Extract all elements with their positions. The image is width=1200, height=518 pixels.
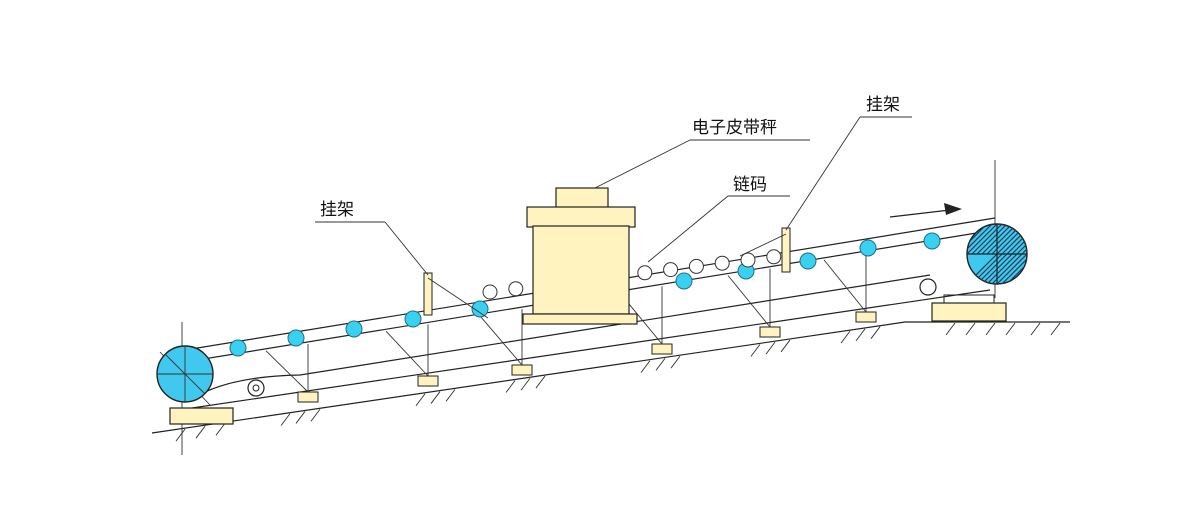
pulley-hatch: [1042, 254, 1072, 284]
pulley-hatch: [1026, 224, 1027, 255]
support-foot: [759, 326, 781, 338]
label-chain-weight: 链码: [733, 175, 767, 195]
ground-hatch: [945, 322, 956, 336]
label-hanger-left: 挂架: [320, 200, 354, 220]
idler-roller: [799, 252, 817, 270]
support-brace: [727, 275, 771, 328]
hanger-left-post: [423, 272, 489, 319]
hanger-right-post: [739, 227, 791, 273]
label-hanger-right: 挂架: [866, 95, 900, 115]
support-foot: [855, 311, 877, 323]
pulley-hatch: [1011, 224, 1027, 255]
pulley-hatch: [1021, 224, 1027, 255]
pulley-hatch: [1032, 254, 1062, 284]
idler-roller: [675, 272, 693, 290]
pulley-hatch: [1037, 254, 1067, 284]
pulley-hatch: [1006, 253, 1027, 284]
pulley-hatch: [1026, 253, 1027, 284]
pulley-hatch: [967, 224, 988, 255]
idler-roller: [471, 300, 489, 318]
ground-hatch: [1030, 322, 1041, 336]
support-legs: [265, 253, 877, 403]
pulley-hatch: [1057, 254, 1087, 284]
ground-hatch: [870, 326, 881, 339]
support-foot: [417, 375, 439, 387]
ground-hatch: [765, 341, 776, 355]
chain-link: [637, 265, 653, 281]
right-snub-pulley: [919, 278, 937, 296]
pulley-hatch: [1001, 253, 1027, 284]
leader-lines: [315, 116, 912, 276]
idler-roller: [923, 232, 941, 250]
chain-link: [482, 284, 498, 300]
pulley-hatch: [986, 224, 1018, 255]
idler-roller: [404, 310, 422, 328]
ground-hatch: [1005, 322, 1016, 336]
ground-hatch: [445, 389, 456, 402]
idler-roller: [345, 320, 363, 338]
ground-hatch: [505, 380, 516, 393]
idler-roller: [287, 329, 305, 347]
right-pulley: [931, 223, 1087, 322]
chain-weight: [482, 249, 782, 300]
ground-hatch: [535, 375, 546, 389]
support-brace: [823, 259, 867, 313]
belt-scale-body: [522, 187, 638, 325]
ground-hatch: [430, 391, 441, 404]
ground-hatch: [965, 322, 976, 336]
ground-hatch: [280, 413, 291, 426]
chain-link: [766, 249, 782, 265]
support-brace: [265, 350, 309, 393]
pulley-hatch: [967, 224, 993, 255]
ground-hatch: [780, 339, 791, 353]
chain-link: [688, 258, 704, 274]
ground-hatch: [750, 344, 761, 357]
support-foot: [511, 364, 533, 376]
pulley-hatch: [1006, 224, 1027, 255]
ground-hatch: [640, 360, 651, 373]
chain-link: [663, 262, 679, 278]
idler-roller: [859, 239, 877, 257]
label-belt-scale: 电子皮带秤: [692, 118, 777, 138]
arrow-right-icon: [889, 203, 962, 218]
pulley-hatch: [1016, 224, 1027, 255]
ground-hatch: [415, 393, 426, 407]
ground-hatch: [670, 355, 681, 369]
ground-hatch: [985, 322, 996, 336]
support-brace: [479, 315, 523, 366]
pulley-hatch: [976, 224, 1008, 255]
pulley-hatch: [1047, 254, 1077, 284]
support-brace: [385, 330, 429, 377]
left-snub-pulley: [247, 379, 265, 397]
ground-hatch: [840, 330, 851, 344]
ground-hatch: [855, 328, 866, 342]
pulley-hatch: [1052, 254, 1082, 284]
ground-hatch: [310, 408, 321, 422]
ground-hatch: [520, 378, 531, 391]
pulley-hatch: [986, 253, 1018, 284]
chain-link: [508, 281, 524, 297]
ground-hatch: [1050, 322, 1061, 336]
pulley-hatch: [996, 253, 1027, 284]
pulley-hatch: [967, 224, 998, 255]
ground-hatch: [195, 425, 206, 439]
support-foot: [297, 391, 319, 403]
ground-hatch: [175, 428, 186, 442]
ground-hatch: [215, 422, 226, 436]
idler-roller: [229, 339, 247, 357]
ground-hatch: [655, 358, 666, 371]
ground: [151, 321, 1070, 442]
chain-link: [740, 252, 756, 268]
ground-hatch: [295, 411, 306, 424]
pulley-hatch: [976, 253, 1008, 284]
chain-link: [714, 255, 730, 271]
support-foot: [651, 343, 673, 355]
pulley-hatch: [1001, 224, 1027, 255]
left-pulley: [156, 345, 234, 425]
